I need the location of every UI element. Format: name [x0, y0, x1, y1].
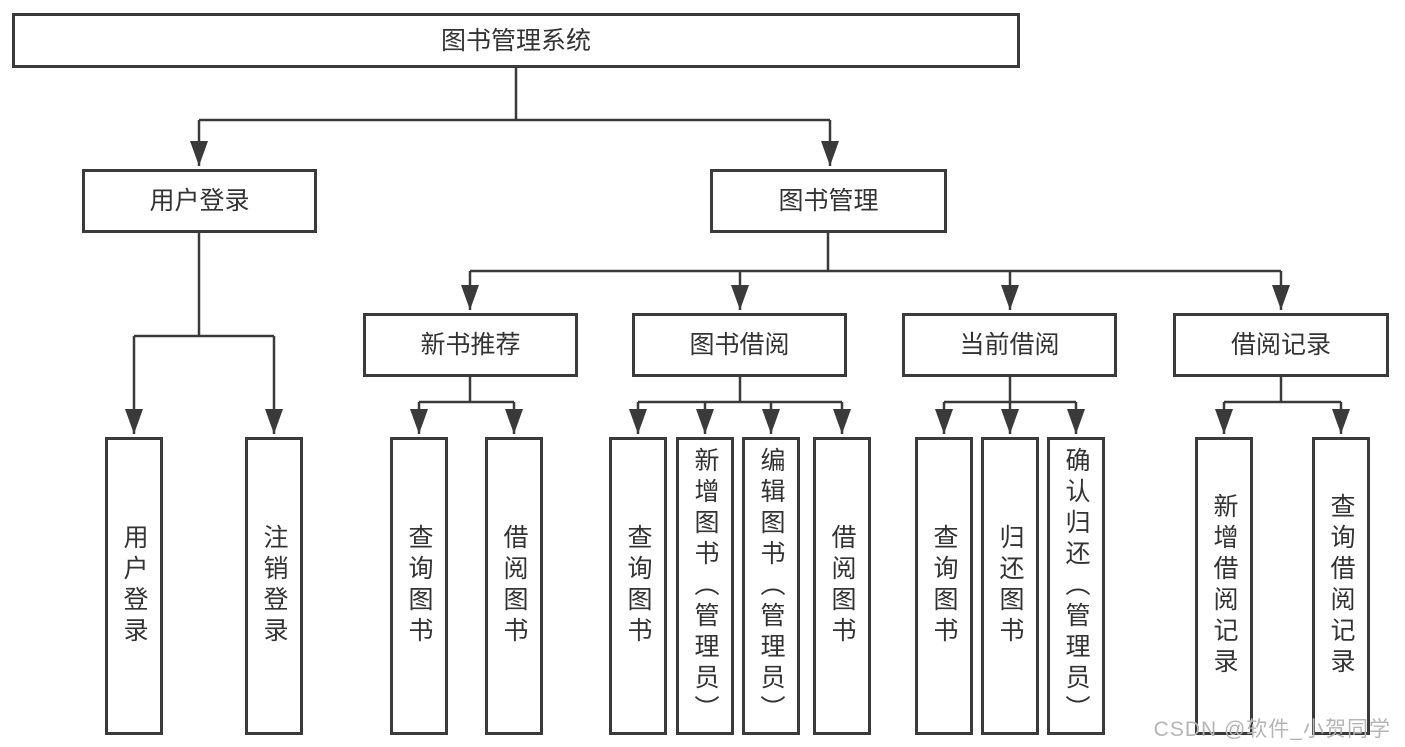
- leaf-current-return-books-label: 归还图书: [996, 524, 1024, 648]
- leaf-borrowing-add-books: 新增图书（管理员）: [676, 437, 734, 735]
- node-book-management-label: 图书管理: [778, 187, 879, 215]
- node-current-borrowing-label: 当前借阅: [959, 331, 1060, 359]
- leaf-borrowing-query-books: 查询图书: [609, 437, 667, 735]
- leaf-records-add-record: 新增借阅记录: [1195, 437, 1253, 735]
- leaf-current-query-books: 查询图书: [915, 437, 973, 735]
- leaf-user-login: 用户登录: [105, 437, 163, 735]
- leaf-borrowing-borrow-books-label: 借阅图书: [828, 524, 856, 648]
- leaf-current-confirm-return: 确认归还（管理员）: [1047, 437, 1105, 735]
- leaf-logout-label: 注销登录: [260, 524, 288, 648]
- csdn-watermark: CSDN @软件_小贺同学: [1153, 718, 1391, 741]
- node-user-login-label: 用户登录: [149, 187, 250, 215]
- leaf-records-query-record-label: 查询借阅记录: [1327, 493, 1355, 679]
- leaf-logout: 注销登录: [245, 437, 303, 735]
- node-user-login: 用户登录: [82, 169, 317, 233]
- leaf-borrowing-borrow-books: 借阅图书: [813, 437, 871, 735]
- leaf-current-return-books: 归还图书: [981, 437, 1039, 735]
- leaf-newbook-query-books: 查询图书: [390, 437, 448, 735]
- node-book-management: 图书管理: [710, 169, 947, 233]
- node-borrowing-records: 借阅记录: [1173, 313, 1389, 377]
- node-new-book-recommend-label: 新书推荐: [420, 331, 521, 359]
- node-borrowing-records-label: 借阅记录: [1230, 331, 1331, 359]
- leaf-records-query-record: 查询借阅记录: [1312, 437, 1370, 735]
- node-book-borrowing: 图书借阅: [632, 313, 847, 377]
- connector-current-borrowing-children: [935, 377, 1085, 434]
- leaf-records-add-record-label: 新增借阅记录: [1210, 493, 1238, 679]
- connector-user-login-children: [125, 233, 283, 434]
- node-current-borrowing: 当前借阅: [902, 313, 1117, 377]
- leaf-user-login-label: 用户登录: [120, 524, 148, 648]
- leaf-borrowing-query-books-label: 查询图书: [624, 524, 652, 648]
- connector-new-book-recommend-children: [410, 377, 523, 434]
- leaf-borrowing-add-books-label: 新增图书（管理员）: [691, 446, 719, 726]
- node-book-borrowing-label: 图书借阅: [689, 331, 790, 359]
- leaf-borrowing-edit-books: 编辑图书（管理员）: [742, 437, 800, 735]
- leaf-current-query-books-label: 查询图书: [930, 524, 958, 648]
- leaf-borrowing-edit-books-label: 编辑图书（管理员）: [757, 446, 785, 726]
- connector-book-borrowing-children: [629, 377, 851, 434]
- node-root-label: 图书管理系统: [440, 26, 591, 55]
- connector-borrowing-records-children: [1215, 377, 1350, 434]
- node-new-book-recommend: 新书推荐: [363, 313, 578, 377]
- leaf-current-confirm-return-label: 确认归还（管理员）: [1062, 446, 1090, 726]
- leaf-newbook-borrow-books-label: 借阅图书: [500, 524, 528, 648]
- connector-book-management-to-level3: [461, 233, 1290, 310]
- leaf-newbook-query-books-label: 查询图书: [405, 524, 433, 648]
- connector-root-to-level2: [190, 68, 839, 166]
- leaf-newbook-borrow-books: 借阅图书: [485, 437, 543, 735]
- node-root: 图书管理系统: [12, 13, 1020, 68]
